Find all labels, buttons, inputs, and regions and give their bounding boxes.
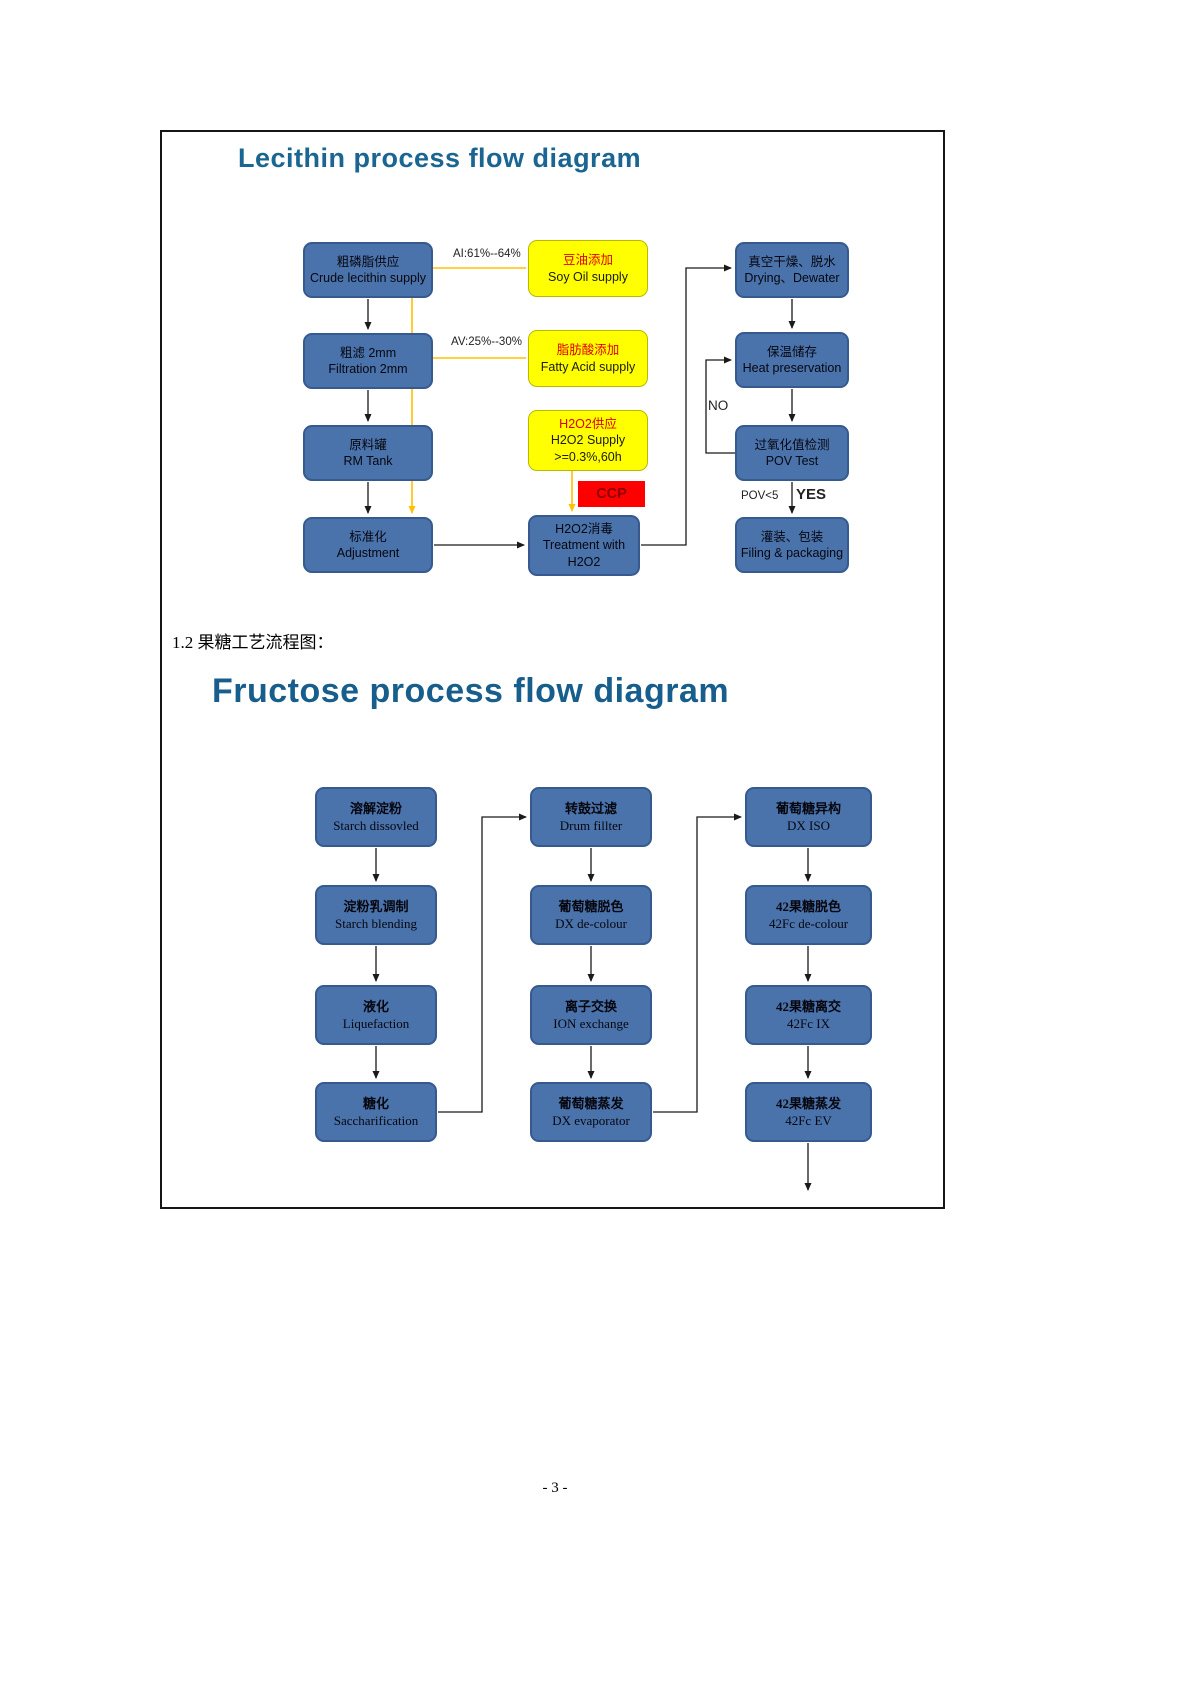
node-label-zh: 过氧化值检测 — [754, 437, 830, 452]
node-label-zh: 脂肪酸添加 — [556, 343, 620, 357]
node-label-en: RM Tank — [343, 454, 393, 468]
node-label-zh: 原料罐 — [349, 437, 387, 452]
no-branch-label: NO — [708, 398, 729, 413]
node-fatty-acid-supply: 脂肪酸添加 Fatty Acid supply — [528, 330, 648, 387]
node-label-zh: 粗滤 2mm — [339, 345, 397, 360]
node-label-zh: 葡萄糖蒸发 — [558, 1095, 624, 1111]
node-label-en: Crude lecithin supply — [309, 271, 427, 285]
node-treatment-with-h2o2: H2O2消毒 Treatment with H2O2 — [528, 515, 640, 576]
node-label-zh: 葡萄糖脱色 — [558, 898, 624, 914]
node-label-en: DX evaporator — [552, 1113, 630, 1128]
node-42fc-ev: 42果糖蒸发 42Fc EV — [745, 1082, 872, 1142]
node-label-en: Filing & packaging — [740, 546, 844, 560]
section-label: 1.2 果糖工艺流程图： — [172, 633, 334, 652]
node-label-en: Drum fillter — [559, 818, 623, 833]
node-rm-tank: 原料罐 RM Tank — [303, 425, 433, 481]
node-label-en: 42Fc IX — [787, 1016, 830, 1031]
node-label-en: Starch dissovled — [333, 818, 419, 833]
node-h2o2-supply: H2O2供应 H2O2 Supply >=0.3%,60h — [528, 410, 648, 471]
node-label-extra: >=0.3%,60h — [554, 449, 622, 464]
node-drum-filter: 转鼓过滤 Drum fillter — [530, 787, 652, 847]
node-label-en: DX de-colour — [555, 916, 627, 931]
node-soy-oil-supply: 豆油添加 Soy Oil supply — [528, 240, 648, 297]
node-label-en: Filtration 2mm — [328, 362, 408, 376]
node-label-zh: 转鼓过滤 — [564, 800, 617, 816]
node-label-zh: 离子交换 — [564, 998, 617, 1014]
node-label-en: 42Fc de-colour — [768, 916, 849, 931]
node-label-en: Liquefaction — [342, 1016, 410, 1031]
node-starch-dissolved: 溶解淀粉 Starch dissovled — [315, 787, 437, 847]
node-label-zh: 42果糖离交 — [775, 998, 841, 1014]
node-label-en: H2O2 Supply — [550, 433, 626, 448]
node-ion-exchange: 离子交换 ION exchange — [530, 985, 652, 1045]
node-label-zh: 溶解淀粉 — [349, 800, 402, 816]
node-label-zh: 标准化 — [349, 529, 387, 544]
node-label-en: Drying、Dewater — [744, 271, 840, 285]
node-label-zh: 灌装、包装 — [760, 529, 824, 544]
node-label-zh: 42果糖脱色 — [775, 898, 841, 914]
node-label-en: Treatment with — [542, 538, 626, 553]
node-label-zh: H2O2供应 — [559, 416, 617, 431]
node-dx-decolour: 葡萄糖脱色 DX de-colour — [530, 885, 652, 945]
node-label-extra: H2O2 — [567, 554, 601, 569]
node-label-zh: 豆油添加 — [562, 253, 613, 267]
node-heat-preservation: 保温储存 Heat preservation — [735, 332, 849, 388]
node-label-zh: 葡萄糖异构 — [775, 800, 841, 816]
node-filing-packaging: 灌装、包装 Filing & packaging — [735, 517, 849, 573]
node-adjustment: 标准化 Adjustment — [303, 517, 433, 573]
node-label-zh: 真空干燥、脱水 — [748, 254, 836, 269]
node-label-zh: 42果糖蒸发 — [775, 1095, 841, 1111]
node-label-zh: 糖化 — [362, 1095, 389, 1111]
node-crude-lecithin-supply: 粗磷脂供应 Crude lecithin supply — [303, 242, 433, 298]
node-label-en: ION exchange — [553, 1016, 629, 1031]
node-saccharification: 糖化 Saccharification — [315, 1082, 437, 1142]
node-label-zh: 粗磷脂供应 — [336, 254, 400, 269]
node-starch-blending: 淀粉乳调制 Starch blending — [315, 885, 437, 945]
node-label-en: 42Fc EV — [785, 1113, 832, 1128]
node-label-en: Adjustment — [336, 546, 400, 560]
node-pov-test: 过氧化值检测 POV Test — [735, 425, 849, 481]
node-label-en: Fatty Acid supply — [540, 359, 636, 374]
node-label-zh: 保温储存 — [766, 344, 817, 359]
lecithin-diagram-title: Lecithin process flow diagram — [238, 143, 642, 173]
ccp-badge: CCP — [578, 481, 645, 507]
node-filtration-2mm: 粗滤 2mm Filtration 2mm — [303, 333, 433, 389]
node-42fc-ix: 42果糖离交 42Fc IX — [745, 985, 872, 1045]
node-label-en: Saccharification — [333, 1113, 419, 1128]
page-number: - 3 - — [542, 1480, 568, 1496]
node-label-zh: 液化 — [362, 998, 389, 1014]
node-liquefaction: 液化 Liquefaction — [315, 985, 437, 1045]
yes-branch-label: YES — [796, 486, 827, 503]
node-label-en: Soy Oil supply — [548, 269, 628, 284]
node-42fc-decolour: 42果糖脱色 42Fc de-colour — [745, 885, 872, 945]
fructose-diagram-title: Fructose process flow diagram — [212, 672, 730, 710]
node-label-zh: H2O2消毒 — [555, 521, 613, 536]
node-label-en: Starch blending — [335, 916, 417, 931]
av-ratio-label: AV:25%--30% — [451, 336, 522, 348]
node-label-zh: 淀粉乳调制 — [343, 898, 409, 914]
ai-ratio-label: AI:61%--64% — [453, 248, 521, 260]
node-dx-iso: 葡萄糖异构 DX ISO — [745, 787, 872, 847]
node-label-en: Heat preservation — [742, 361, 842, 375]
content-frame — [160, 130, 945, 1209]
node-dx-evaporator: 葡萄糖蒸发 DX evaporator — [530, 1082, 652, 1142]
node-drying-dewater: 真空干燥、脱水 Drying、Dewater — [735, 242, 849, 298]
node-label-en: DX ISO — [787, 818, 830, 833]
node-label-en: POV Test — [765, 454, 819, 468]
pov-threshold-label: POV<5 — [741, 490, 779, 502]
